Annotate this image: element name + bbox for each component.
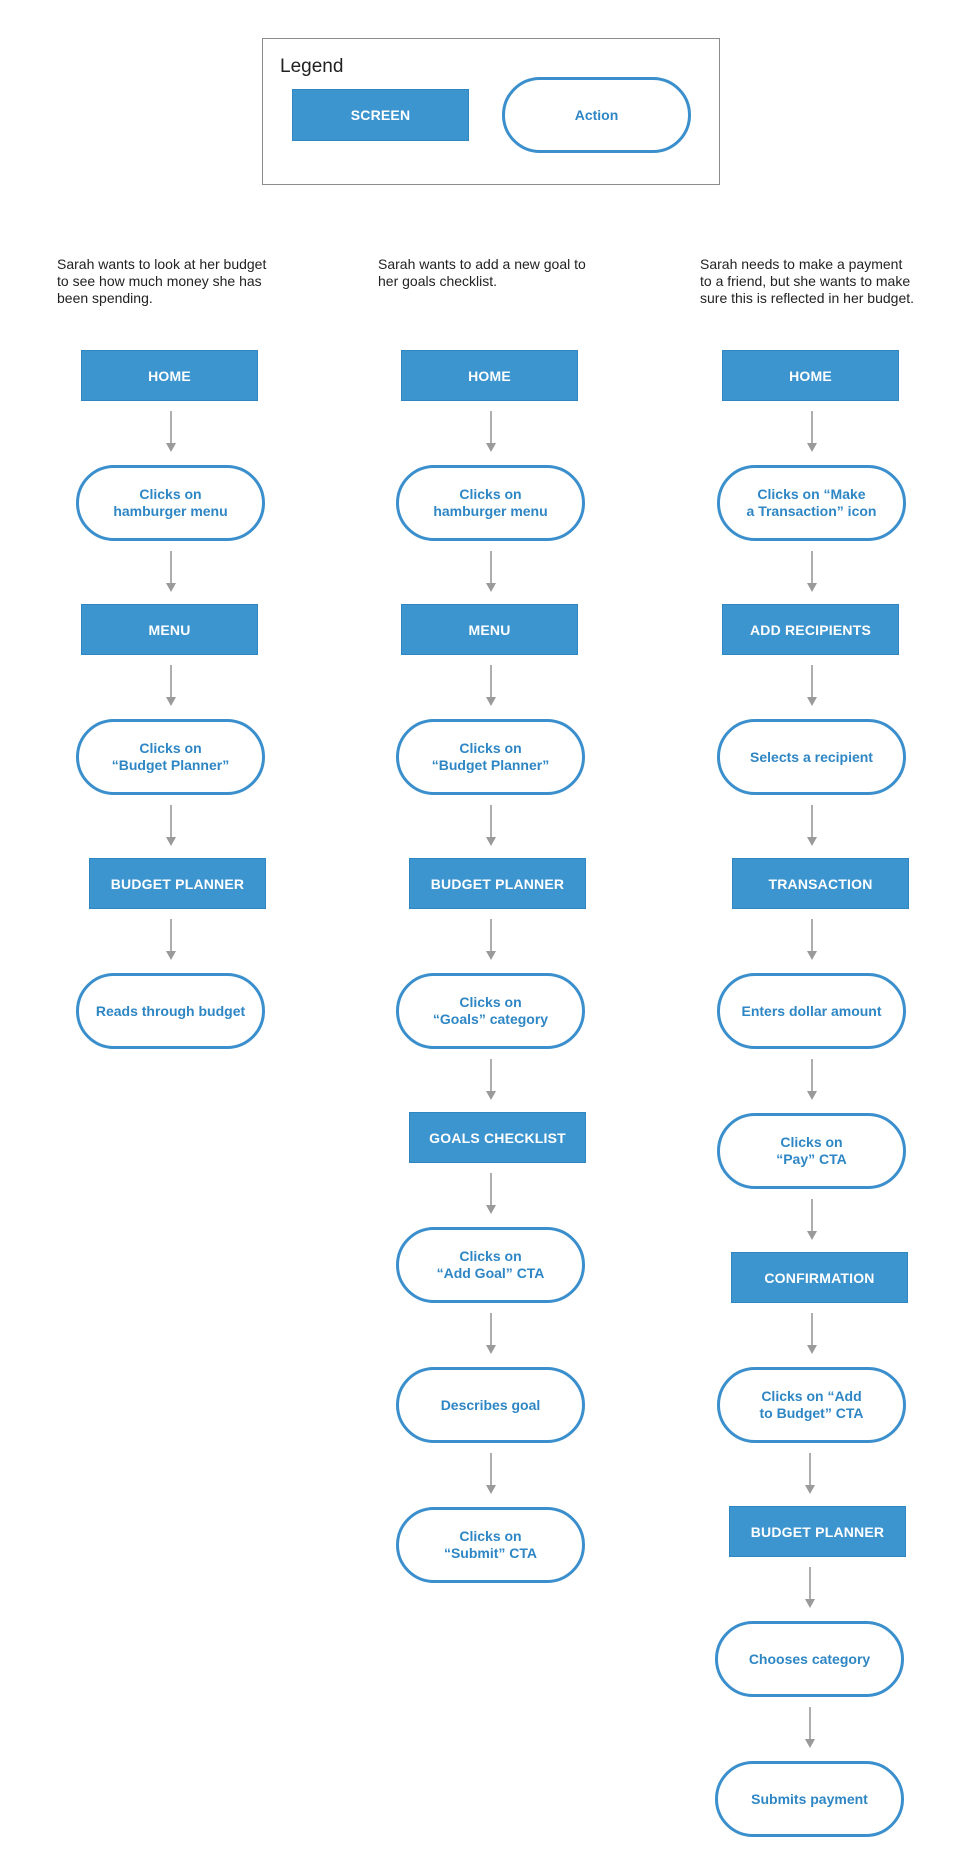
arrow-head bbox=[805, 1485, 815, 1494]
flow2-action-add-goal: Clicks on “Add Goal” CTA bbox=[396, 1227, 585, 1303]
flow3-screen-confirmation: CONFIRMATION bbox=[731, 1252, 908, 1303]
scenario-text-1: Sarah wants to look at her budget to see… bbox=[57, 256, 267, 306]
arrow-head bbox=[486, 697, 496, 706]
arrow-head bbox=[486, 583, 496, 592]
flow3-screen-transaction: TRANSACTION bbox=[732, 858, 909, 909]
flow2-action-hamburger: Clicks on hamburger menu bbox=[396, 465, 585, 541]
flow1-action-reads-budget: Reads through budget bbox=[76, 973, 265, 1049]
arrow-head bbox=[486, 1485, 496, 1494]
arrow-head bbox=[486, 951, 496, 960]
flow2-screen-menu: MENU bbox=[401, 604, 578, 655]
arrow-head bbox=[486, 443, 496, 452]
arrow-head bbox=[807, 1345, 817, 1354]
arrow-head bbox=[166, 583, 176, 592]
arrow-head bbox=[486, 1205, 496, 1214]
arrow-head bbox=[807, 1091, 817, 1100]
legend-screen-sample: SCREEN bbox=[292, 89, 469, 141]
flow3-action-pay: Clicks on “Pay” CTA bbox=[717, 1113, 906, 1189]
flow2-action-budget-planner: Clicks on “Budget Planner” bbox=[396, 719, 585, 795]
arrow-head bbox=[805, 1599, 815, 1608]
flow3-action-selects-recipient: Selects a recipient bbox=[717, 719, 906, 795]
arrow-head bbox=[166, 837, 176, 846]
arrow-head bbox=[807, 951, 817, 960]
flow2-screen-home: HOME bbox=[401, 350, 578, 401]
flow3-action-add-to-budget: Clicks on “Add to Budget” CTA bbox=[717, 1367, 906, 1443]
flow2-action-submit: Clicks on “Submit” CTA bbox=[396, 1507, 585, 1583]
arrow-head bbox=[486, 1091, 496, 1100]
arrow-head bbox=[166, 443, 176, 452]
flow2-action-describes-goal: Describes goal bbox=[396, 1367, 585, 1443]
flow3-action-make-transaction: Clicks on “Make a Transaction” icon bbox=[717, 465, 906, 541]
legend-box bbox=[262, 38, 720, 185]
flow3-action-enters-amount: Enters dollar amount bbox=[717, 973, 906, 1049]
arrow-head bbox=[807, 697, 817, 706]
arrow-head bbox=[486, 1345, 496, 1354]
arrow-head bbox=[166, 697, 176, 706]
flow1-screen-budget-planner: BUDGET PLANNER bbox=[89, 858, 266, 909]
flow3-action-chooses-category: Chooses category bbox=[715, 1621, 904, 1697]
flow1-screen-home: HOME bbox=[81, 350, 258, 401]
flow1-screen-menu: MENU bbox=[81, 604, 258, 655]
arrow-head bbox=[805, 1739, 815, 1748]
arrow-head bbox=[807, 443, 817, 452]
arrow-head bbox=[807, 1231, 817, 1240]
legend-title: Legend bbox=[280, 56, 344, 77]
legend-action-sample: Action bbox=[502, 77, 691, 153]
arrow-head bbox=[486, 837, 496, 846]
arrow-head bbox=[807, 583, 817, 592]
flow3-screen-add-recipients: ADD RECIPIENTS bbox=[722, 604, 899, 655]
flow3-action-submits-payment: Submits payment bbox=[715, 1761, 904, 1837]
flow3-screen-home: HOME bbox=[722, 350, 899, 401]
arrow-head bbox=[166, 951, 176, 960]
arrow-head bbox=[807, 837, 817, 846]
flow1-action-budget-planner: Clicks on “Budget Planner” bbox=[76, 719, 265, 795]
flow2-screen-budget-planner: BUDGET PLANNER bbox=[409, 858, 586, 909]
flow1-action-hamburger: Clicks on hamburger menu bbox=[76, 465, 265, 541]
flow2-action-goals-category: Clicks on “Goals” category bbox=[396, 973, 585, 1049]
scenario-text-3: Sarah needs to make a payment to a frien… bbox=[700, 256, 915, 306]
scenario-text-2: Sarah wants to add a new goal to her goa… bbox=[378, 256, 586, 289]
flow3-screen-budget-planner: BUDGET PLANNER bbox=[729, 1506, 906, 1557]
flow2-screen-goals-checklist: GOALS CHECKLIST bbox=[409, 1112, 586, 1163]
